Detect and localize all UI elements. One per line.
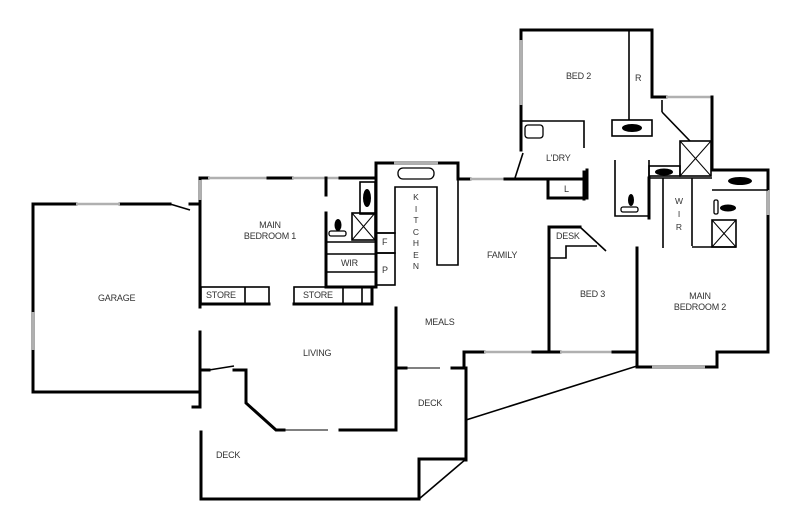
room-label-desk: DESK <box>556 231 580 241</box>
kitchen-letter: I <box>414 203 418 214</box>
room-label-main-bedroom-2: MAIN BEDROOM 2 <box>670 291 730 313</box>
main-bedroom-2-line1: MAIN <box>689 291 711 301</box>
kitchen-walls <box>370 161 460 303</box>
room-label-meals: MEALS <box>425 317 455 327</box>
room-label-living: LIVING <box>303 348 332 358</box>
room-label-fridge: F <box>382 237 388 247</box>
wir-letter: R <box>675 222 683 232</box>
garage-walls <box>31 176 202 394</box>
kitchen-letter: T <box>413 215 419 225</box>
main-bedroom-2-line2: BEDROOM 2 <box>673 302 727 312</box>
room-label-store-1: STORE <box>206 290 236 300</box>
kitchen-letter: C <box>412 226 420 237</box>
room-label-main-bedroom-1: MAIN BEDROOM 1 <box>240 220 300 242</box>
store-rooms <box>199 286 374 306</box>
room-label-robe: R <box>635 73 642 83</box>
kitchen-letter: E <box>413 249 419 260</box>
room-label-deck-center: DECK <box>418 398 443 408</box>
wir-letter: W <box>674 196 684 206</box>
room-label-wir-2: W I R <box>674 195 684 234</box>
room-label-bed-3: BED 3 <box>580 289 606 299</box>
room-label-laundry-tub: L <box>564 184 569 194</box>
room-label-laundry: L'DRY <box>546 153 571 163</box>
living-meals-walls <box>191 306 468 462</box>
room-label-kitchen: K I T C H E N <box>411 192 421 273</box>
room-label-deck-left: DECK <box>216 450 241 460</box>
kitchen-letter: N <box>412 261 420 271</box>
kitchen-letter: K <box>413 192 419 202</box>
room-label-bed-2: BED 2 <box>566 71 592 81</box>
room-label-store-2: STORE <box>303 290 333 300</box>
deck-outline <box>199 365 638 501</box>
bed-2-walls <box>519 28 654 201</box>
room-label-pantry: P <box>382 265 388 275</box>
wir-2 <box>647 176 712 248</box>
main-bedroom-1-line2: BEDROOM 1 <box>243 231 297 241</box>
bed-3-walls <box>454 225 639 370</box>
wir-letter: I <box>677 209 681 219</box>
main-bedroom-2-walls <box>635 168 770 369</box>
room-label-family: FAMILY <box>487 250 518 260</box>
room-label-wir-1: WIR <box>341 258 358 268</box>
kitchen-letter: H <box>412 238 420 248</box>
main-bedroom-1-walls <box>191 176 378 206</box>
room-label-garage: GARAGE <box>98 293 136 303</box>
family-walls <box>456 152 589 200</box>
main-bedroom-1-line1: MAIN <box>259 220 281 230</box>
ensuite-1 <box>324 181 377 289</box>
